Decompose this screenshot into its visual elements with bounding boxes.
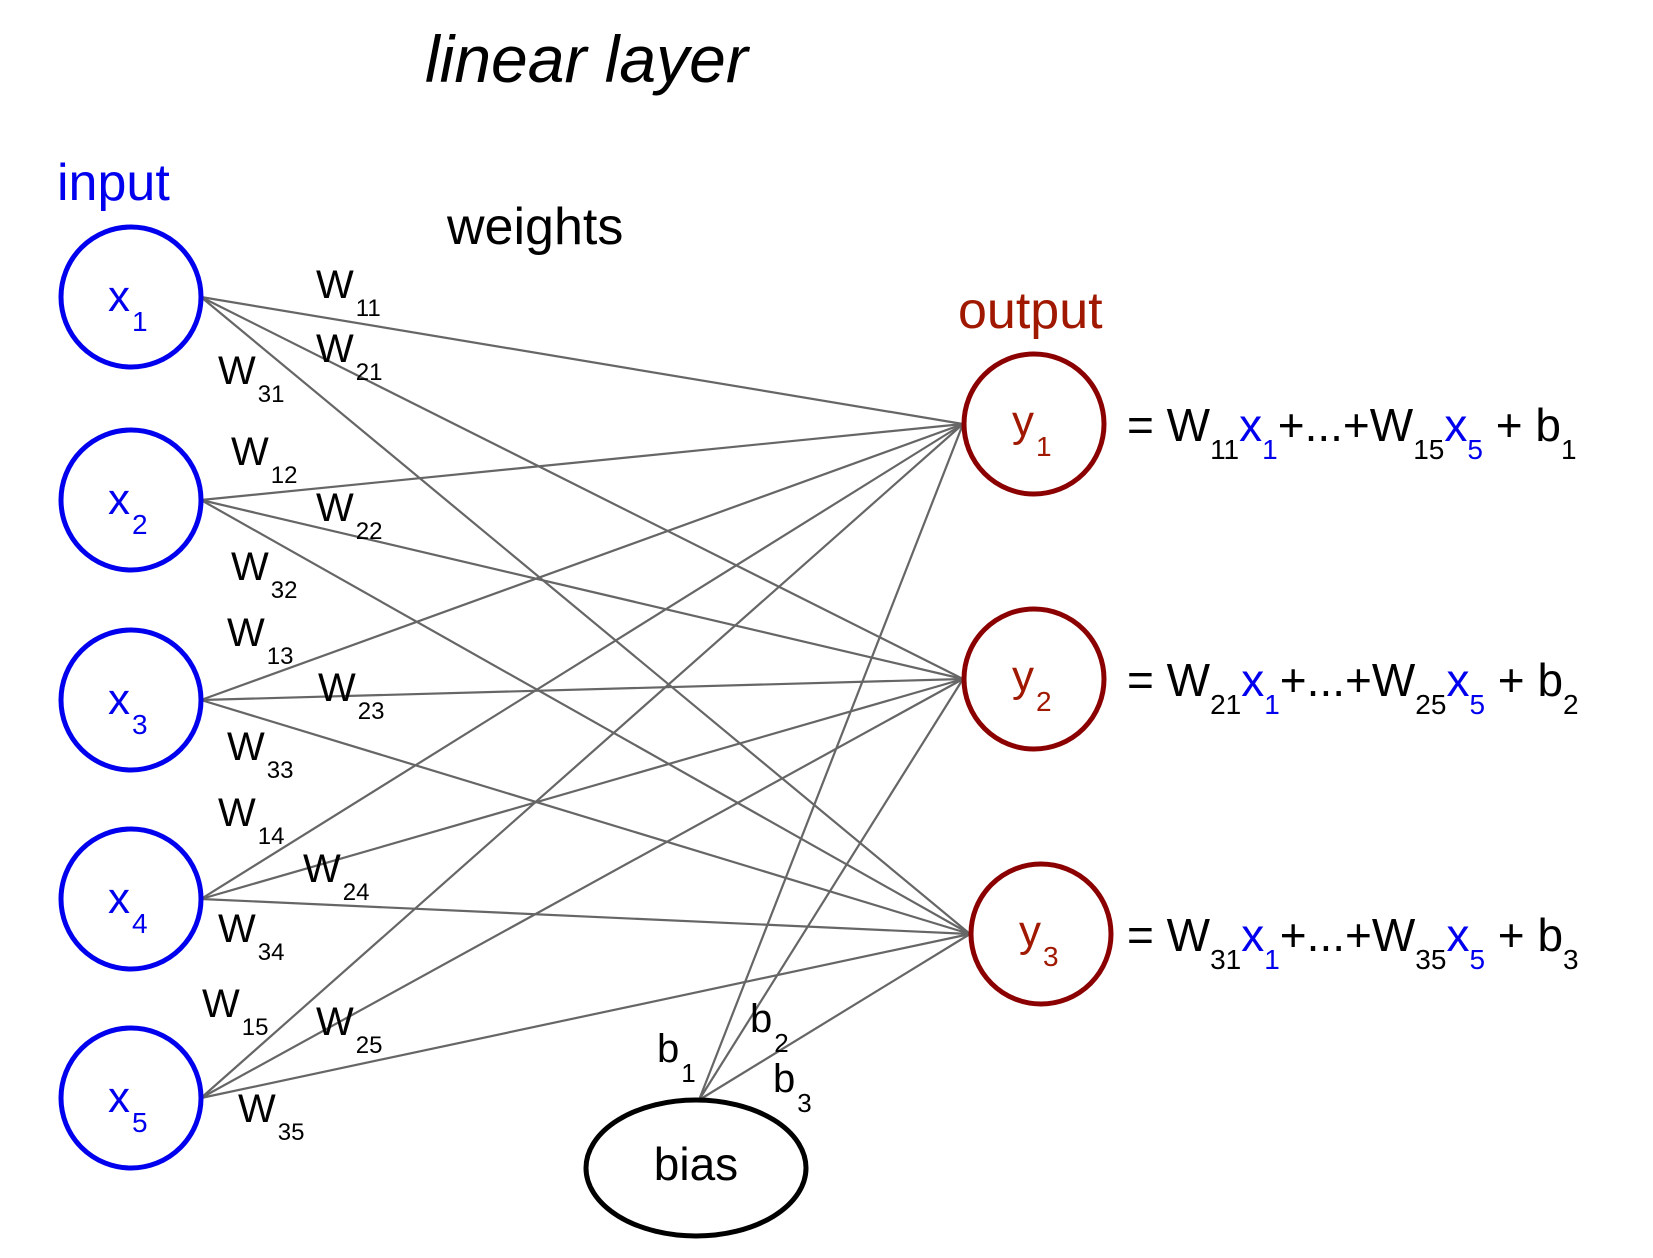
equation-y1: = W11x1+...+W15x5 + b1	[1127, 399, 1577, 465]
input-node-x1: x1	[58, 224, 204, 370]
bias-node-label: bias	[654, 1138, 738, 1190]
output-node-label: y1	[1012, 397, 1052, 462]
weights-label: weights	[446, 198, 623, 256]
weight-label-w12: W12	[231, 430, 297, 489]
weight-edge-w15	[200, 423, 964, 1099]
weight-label-w23: W23	[318, 666, 384, 725]
output-label: output	[958, 282, 1103, 340]
output-node-label: y2	[1012, 652, 1052, 717]
edges	[200, 295, 971, 1101]
weight-edge-w24	[200, 677, 964, 901]
weight-edge-w32	[200, 499, 971, 935]
input-node-circle	[58, 826, 204, 972]
weight-edge-w31	[200, 296, 971, 935]
weight-edge-w23	[200, 677, 964, 702]
input-node-x3: x3	[58, 627, 204, 773]
input-node-x2: x2	[58, 427, 204, 573]
weight-label-w15: W15	[202, 982, 268, 1041]
weight-edge-w13	[200, 422, 964, 702]
weight-label-w25: W25	[316, 1000, 382, 1059]
bias-node: bias	[583, 1097, 809, 1239]
input-node-circle	[58, 427, 204, 573]
output-node-circle	[961, 606, 1107, 752]
input-node-x5: x5	[58, 1025, 204, 1171]
bias-edge-b1	[697, 423, 965, 1101]
weight-label-w32: W32	[231, 545, 297, 604]
weight-label-w35: W35	[238, 1087, 304, 1146]
input-node-label: x5	[108, 1073, 148, 1138]
bias-edge-label-b3: b3	[773, 1057, 812, 1118]
input-node-x4: x4	[58, 826, 204, 972]
weight-edge-w22	[200, 498, 964, 681]
weight-edge-w34	[200, 897, 971, 936]
weight-edge-w21	[200, 296, 964, 680]
weight-label-w33: W33	[227, 725, 293, 784]
equation-y2: = W21x1+...+W25x5 + b2	[1127, 654, 1579, 720]
bias-edge-label-b2: b2	[750, 997, 789, 1058]
input-node-label: x3	[108, 675, 148, 740]
input-node-circle	[58, 224, 204, 370]
weight-label-w14: W14	[218, 791, 284, 850]
input-node-label: x1	[108, 272, 148, 337]
bias-edge-b2	[698, 678, 964, 1101]
weight-edge-w14	[200, 423, 964, 900]
weight-label-w24: W24	[303, 847, 369, 906]
bias-node-ellipse	[583, 1097, 809, 1239]
output-node-y2: y2	[961, 606, 1107, 752]
input-node-circle	[58, 1025, 204, 1171]
weight-label-w34: W34	[218, 907, 284, 966]
weight-label-w22: W22	[316, 486, 382, 545]
output-node-y1: y1	[961, 351, 1107, 497]
output-node-label: y3	[1019, 907, 1059, 972]
weight-label-w13: W13	[227, 611, 293, 670]
input-node-circle	[58, 627, 204, 773]
weight-label-w21: W21	[316, 327, 382, 386]
output-node-y3: y3	[968, 861, 1114, 1007]
weight-label-w31: W31	[218, 349, 284, 408]
equation-y3: = W31x1+...+W35x5 + b3	[1127, 909, 1579, 975]
input-label: input	[57, 154, 170, 212]
output-node-circle	[961, 351, 1107, 497]
bias-edge-b3	[698, 933, 971, 1101]
weight-edge-w12	[200, 422, 964, 502]
weight-label-w11: W11	[316, 263, 381, 322]
weight-edge-w35	[200, 932, 971, 1100]
weight-edge-w33	[200, 698, 971, 936]
input-node-label: x4	[108, 874, 148, 939]
weight-edge-w11	[200, 295, 964, 426]
diagram-title: linear layer	[425, 22, 751, 96]
bias-edge-label-b1: b1	[657, 1027, 696, 1088]
output-node-circle	[968, 861, 1114, 1007]
input-node-label: x2	[108, 475, 148, 540]
